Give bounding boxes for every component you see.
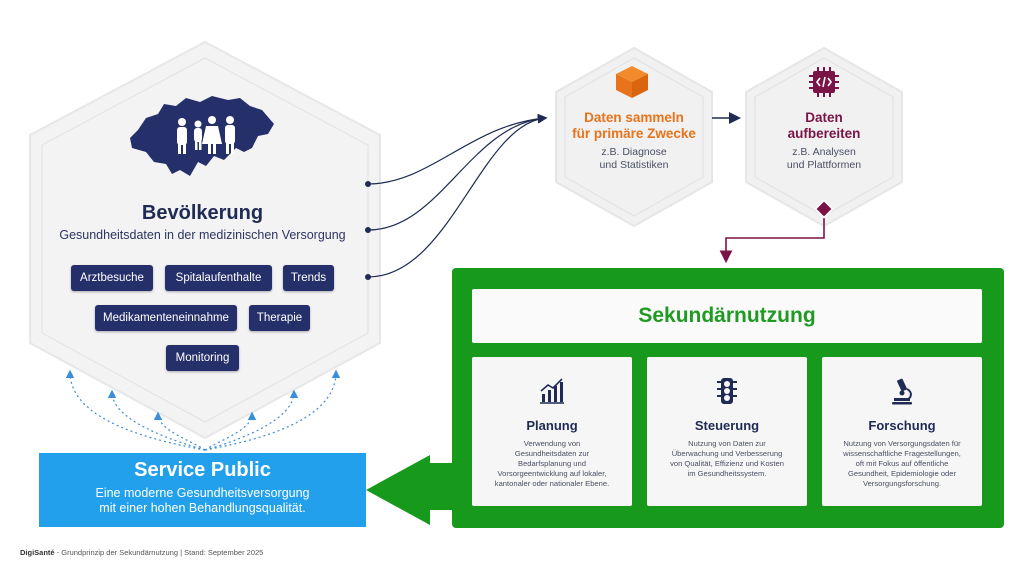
collect-hexagon — [555, 46, 713, 228]
card-text-line: oft mit Fokus auf öffentliche — [855, 459, 949, 468]
card-text-line: Nutzung von Daten zur — [688, 439, 766, 448]
footer: DigiSanté - Grundprinzip der Sekundärnut… — [20, 548, 263, 557]
card-text-line: Gesundheitsdaten zur — [514, 449, 590, 458]
prepare-sub-line2: und Plattformen — [786, 159, 862, 171]
service-public-title: Service Public — [134, 459, 271, 481]
bar-chart-icon — [540, 378, 564, 404]
card-text-line: kantonaler oder nationaler Ebene. — [494, 479, 610, 488]
footer-brand: DigiSanté — [20, 548, 55, 557]
prepare-title-line1: Daten — [805, 110, 843, 125]
service-feedback-arcs — [65, 369, 341, 451]
chip-code-icon — [809, 67, 839, 97]
card-text-line: Nutzung von Versorgungsdaten für — [843, 439, 961, 448]
card-text-line: Vorsorgeentwicklung auf lokaler, — [497, 469, 607, 478]
card-text-line: Versorgungsforschung. — [862, 479, 942, 488]
collect-title-line2: für primäre Zwecke — [572, 126, 696, 141]
collect-title-line1: Daten sammeln — [584, 110, 684, 125]
arrow-prepare-to-secondary — [719, 216, 825, 264]
prepare-title: Daten aufbereiten — [750, 110, 898, 142]
population-title: Bevölkerung — [141, 202, 264, 224]
collect-subtitle: z.B. Diagnose und Statistiken — [560, 146, 708, 172]
tag-trends: Trends — [283, 265, 334, 291]
card-text-line: wissenschaftliche Fragestellungen, — [843, 449, 961, 458]
card-forschung-title: Forschung — [868, 418, 936, 433]
prepare-sub-line1: z.B. Analysen — [792, 146, 856, 158]
population-subtitle: Gesundheitsdaten in der medizinischen Ve… — [59, 228, 346, 242]
tag-monitoring: Monitoring — [166, 345, 239, 371]
switzerland-map-icon — [130, 96, 274, 176]
microscope-icon — [892, 378, 912, 405]
connector-dot — [365, 181, 371, 187]
card-forschung-text: Nutzung von Versorgungsdaten für wissens… — [828, 439, 976, 489]
card-text-line: Bedarfsplanung und — [518, 459, 586, 468]
tag-arztbesuche: Arztbesuche — [71, 265, 153, 291]
card-planung-text: Verwendung von Gesundheitsdaten zur Beda… — [478, 439, 626, 489]
card-text-line: Gesundheit, Epidemiologie oder — [847, 469, 957, 478]
tag-therapie: Therapie — [249, 305, 310, 331]
data-flow-curves — [367, 113, 548, 278]
card-planung-title: Planung — [526, 418, 578, 433]
service-public-panel — [39, 453, 366, 527]
service-public-line1: Eine moderne Gesundheitsversorgung — [95, 486, 310, 500]
collect-sub-line1: z.B. Diagnose — [601, 146, 667, 158]
card-text-line: von Qualität, Effizienz und Kosten — [670, 459, 784, 468]
service-public-text: Eine moderne Gesundheitsversorgung mit e… — [39, 486, 366, 516]
traffic-light-icon — [717, 378, 737, 404]
green-arrow-head — [366, 455, 430, 525]
service-public-line2: mit einer hohen Behandlungsqualität. — [99, 501, 306, 515]
connector-dot — [365, 227, 371, 233]
prepare-title-line2: aufbereiten — [787, 126, 861, 141]
tag-spitalaufenthalte: Spitalaufenthalte — [165, 265, 272, 291]
card-steuerung-text: Nutzung von Daten zur Überwachung und Ve… — [653, 439, 801, 479]
tag-medikamenteneinnahme: Medikamenteneinnahme — [95, 305, 237, 331]
card-steuerung-title: Steuerung — [694, 418, 760, 433]
card-text-line: Verwendung von — [523, 439, 581, 448]
card-text-line: Überwachung und Verbesserung — [671, 449, 783, 458]
diamond-node — [814, 199, 834, 219]
collect-sub-line2: und Statistiken — [599, 159, 669, 171]
connector-dot — [365, 274, 371, 280]
population-hexagon — [29, 40, 381, 440]
card-steuerung: Steuerung Nutzung von Daten zur Überwach… — [647, 357, 807, 506]
card-text-line: im Gesundheitssystem. — [687, 469, 767, 478]
card-planung: Planung Verwendung von Gesundheitsdaten … — [472, 357, 632, 506]
box-icon — [616, 66, 648, 98]
card-forschung: Forschung Nutzung von Versorgungsdaten f… — [822, 357, 982, 506]
footer-text: - Grundprinzip der Sekundärnutzung | Sta… — [54, 548, 264, 557]
secondary-use-title: Sekundärnutzung — [472, 289, 982, 343]
collect-title: Daten sammeln für primäre Zwecke — [560, 110, 708, 142]
prepare-subtitle: z.B. Analysen und Plattformen — [750, 146, 898, 172]
